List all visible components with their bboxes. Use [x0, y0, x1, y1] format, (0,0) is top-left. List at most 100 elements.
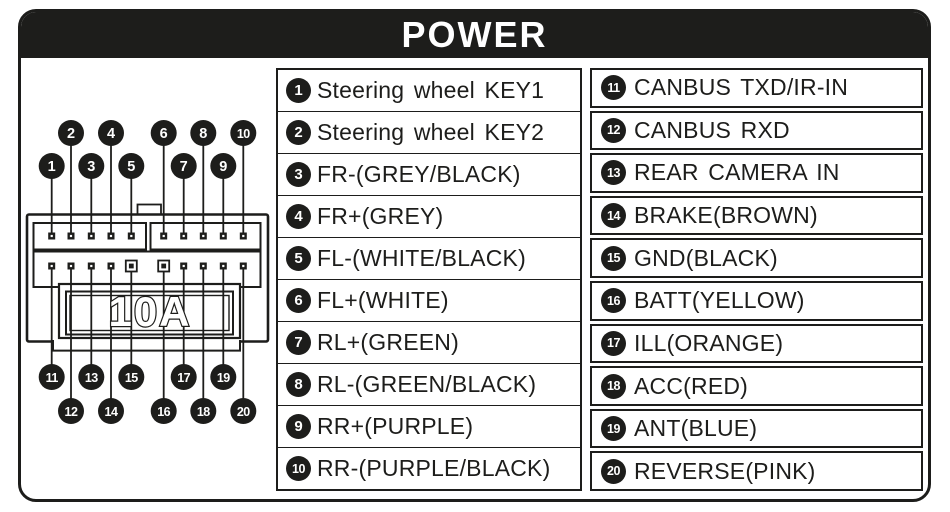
- pin-number-badge: [78, 364, 105, 390]
- pin-number-label: 12: [65, 405, 78, 419]
- pin-number-badge: [190, 398, 217, 424]
- pin-number-badge: 14: [601, 203, 626, 229]
- pin-number-label: 17: [177, 371, 190, 385]
- pin-number-badge: [58, 398, 84, 424]
- connector-housing: [25, 203, 270, 352]
- pin-number-badge: 19: [601, 416, 626, 442]
- pin-number-badge: 18: [601, 373, 626, 399]
- pin-number-badge: [118, 153, 145, 179]
- pin-number-badge: [150, 120, 177, 146]
- pin-number-label: 2: [67, 126, 75, 142]
- pin-number-badge: [230, 120, 257, 146]
- pin-number-badge: 7: [286, 330, 311, 355]
- table-row: 17 ILL(ORANGE): [590, 323, 923, 364]
- pin-label: BATT(YELLOW): [634, 287, 805, 314]
- fuse-holder-inner: [69, 294, 230, 332]
- pin-square-dot: [109, 264, 113, 268]
- pin-number-label: 11: [46, 371, 59, 385]
- pin-square-dot: [182, 234, 185, 238]
- pin-square-dot: [50, 234, 53, 238]
- pin-square-dot: [69, 234, 73, 238]
- pin-square-dot: [202, 234, 205, 238]
- pin-label: ILL(ORANGE): [634, 329, 784, 356]
- pin-label: Steering wheel KEY1: [317, 77, 545, 103]
- pin-number-badge: 8: [286, 372, 311, 397]
- pin-number-label: 14: [105, 405, 118, 419]
- pin-number-badge: [190, 120, 217, 146]
- pin-number-label: 6: [160, 126, 168, 142]
- pin-number-badge: [98, 120, 124, 146]
- pin-box-top-left: [32, 222, 147, 251]
- pin-square-dot: [222, 264, 225, 268]
- pin-square-dot: [242, 264, 245, 268]
- pin-number-badge: [118, 364, 145, 390]
- pin-label: GND(BLACK): [634, 244, 778, 271]
- pin-number-badge: [230, 398, 257, 424]
- pin-number-badge: 11: [601, 75, 626, 101]
- pin-number-label: 15: [125, 371, 138, 385]
- table-row: 18 ACC(RED): [590, 366, 923, 406]
- pin-number-badge: [150, 398, 177, 424]
- pin-number-label: 10: [237, 127, 250, 141]
- pin-label: REVERSE(PINK): [634, 457, 816, 484]
- pin-number-label: 5: [127, 159, 135, 175]
- pin-number-badge: [210, 364, 237, 390]
- pin-label: FL+(WHITE): [317, 287, 449, 313]
- pin-number-badge: 3: [286, 162, 311, 187]
- pin-number-badge: 12: [601, 117, 626, 143]
- pin-number-badge: [98, 398, 124, 424]
- table-row: 15 GND(BLACK): [590, 238, 923, 278]
- pin-number-label: 7: [180, 159, 188, 175]
- pin-label: CANBUS TXD/IR-IN: [634, 74, 849, 101]
- pin-label: BRAKE(BROWN): [634, 202, 818, 229]
- pin-number-badge: [38, 153, 65, 179]
- pins-layer: [48, 232, 247, 273]
- pin-label: RL+(GREEN): [317, 329, 459, 355]
- pin-label: ANT(BLUE): [634, 415, 758, 442]
- fuse-holder-outer: [57, 282, 242, 340]
- pin-square-core: [161, 263, 167, 269]
- pin-square-core: [128, 263, 134, 269]
- panel-title: POWER: [21, 12, 928, 58]
- pin-number-badge: [170, 364, 197, 390]
- pin-square-dot: [202, 264, 205, 268]
- pin-label: RR-(PURPLE/BLACK): [317, 455, 551, 481]
- fuse-rating-label: 10A: [108, 288, 191, 335]
- pin-label: ACC(RED): [634, 372, 749, 399]
- pin-label: CANBUS RXD: [634, 116, 790, 143]
- pin-number-badge: 15: [601, 245, 626, 271]
- table-row: 14 BRAKE(BROWN): [590, 195, 923, 236]
- pin-number-label: 16: [157, 405, 170, 419]
- pin-number-label: 18: [197, 405, 210, 419]
- pin-number-badge: [210, 153, 237, 179]
- pin-number-badge: 6: [286, 288, 311, 313]
- fuse-holder-mid: [65, 290, 234, 336]
- pin-number-badge: 17: [601, 330, 626, 356]
- pin-number-label: 8: [199, 126, 207, 142]
- pin-square-dot: [69, 264, 73, 268]
- pin-number-badge: 16: [601, 288, 626, 314]
- pin-number-label: 1: [48, 159, 56, 175]
- pin-number-badge: 20: [601, 458, 626, 484]
- pin-number-label: 9: [219, 159, 227, 175]
- pin-number-label: 3: [87, 159, 95, 175]
- pin-square-dot: [130, 234, 133, 238]
- pin-square-dot: [242, 234, 245, 238]
- housing-bottom-lip-fill: [53, 339, 240, 351]
- pin-number-badge: 2: [286, 120, 311, 145]
- pin-square-dot: [109, 234, 113, 238]
- pin-label: FL-(WHITE/BLACK): [317, 245, 526, 271]
